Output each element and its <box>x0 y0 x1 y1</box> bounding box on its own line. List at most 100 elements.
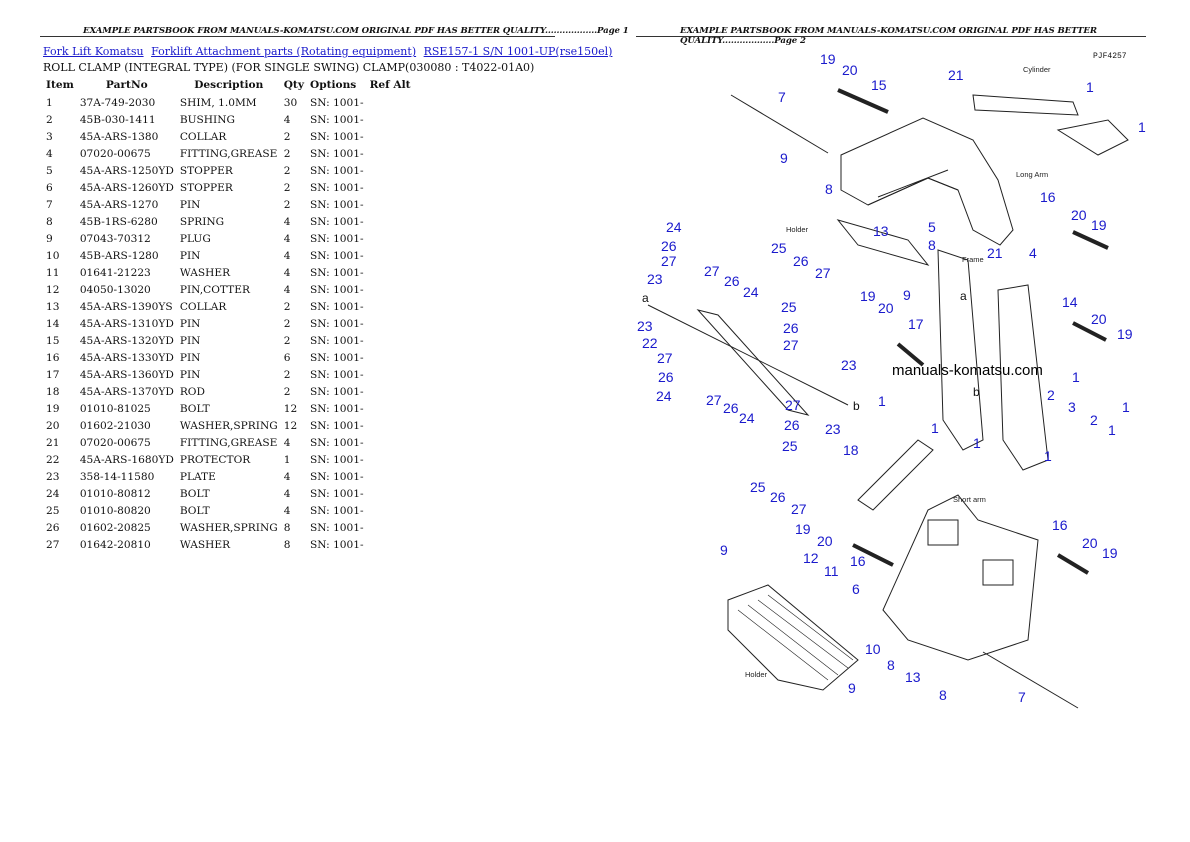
cell-description: FITTING,GREASE <box>179 436 278 449</box>
cell-partno: 45A-ARS-1360YD <box>79 368 174 381</box>
callout-number: 3 <box>1068 399 1076 415</box>
cell-description: BOLT <box>179 487 210 500</box>
cell-qty: 2 <box>283 300 291 313</box>
column-header-partno: PartNo <box>105 79 148 91</box>
cell-partno: 07043-70312 <box>79 232 151 245</box>
cell-qty: 4 <box>283 487 291 500</box>
cell-description: STOPPER <box>179 164 233 177</box>
cell-partno: 01641-21223 <box>79 266 151 279</box>
callout-number: 26 <box>770 489 786 505</box>
header-divider <box>636 36 1146 37</box>
callout-number: 19 <box>795 521 811 537</box>
cell-partno: 01602-20825 <box>79 521 151 534</box>
cell-qty: 2 <box>283 130 291 143</box>
callout-number: 8 <box>939 687 947 703</box>
cell-partno: 45A-ARS-1680YD <box>79 453 174 466</box>
cell-description: WASHER,SPRING <box>179 521 278 534</box>
callout-number: 23 <box>825 421 841 437</box>
callout-number: 1 <box>973 435 981 451</box>
callout-number: 9 <box>848 680 856 696</box>
cell-options: SN: 1001- <box>309 147 364 160</box>
callout-number: 27 <box>706 392 722 408</box>
callout-number: 1 <box>1138 119 1146 135</box>
callout-number: 20 <box>1091 311 1107 327</box>
cell-qty: 2 <box>283 317 291 330</box>
long-arm-bracket <box>840 117 1014 246</box>
callout-number: 27 <box>661 253 677 269</box>
cell-qty: 2 <box>283 147 291 160</box>
callout-number: 27 <box>791 501 807 517</box>
column-header-description: Description <box>194 79 264 91</box>
callout-number: 26 <box>784 417 800 433</box>
reference-letter-a: a <box>642 291 649 305</box>
breadcrumb: Fork Lift Komatsu Forklift Attachment pa… <box>43 45 616 58</box>
callout-number: 23 <box>637 318 653 334</box>
callout-number: 19 <box>1117 326 1133 342</box>
cell-description: WASHER,SPRING <box>179 419 278 432</box>
cell-description: PIN <box>179 198 201 211</box>
cell-ref-alt <box>367 298 414 315</box>
cell-description: COLLAR <box>179 300 227 313</box>
cell-options: SN: 1001- <box>309 385 364 398</box>
table-header-row: Item PartNo Description Qty Options Ref … <box>43 76 414 94</box>
cell-item: 7 <box>46 198 53 211</box>
callout-number: 2 <box>1090 412 1098 428</box>
holder-top <box>836 219 930 266</box>
short-arm <box>882 494 1039 661</box>
breadcrumb-link-model[interactable]: RSE157-1 S/N 1001-UP(rse150el) <box>423 45 613 58</box>
reference-letter-b: b <box>973 385 980 399</box>
callout-number: 13 <box>905 669 921 685</box>
cell-item: 4 <box>46 147 53 160</box>
cell-partno: 07020-00675 <box>79 147 151 160</box>
label-short-arm: Short arm <box>953 495 986 504</box>
callout-number: 20 <box>1071 207 1087 223</box>
cell-qty: 2 <box>283 181 291 194</box>
callout-number: 1 <box>1122 399 1130 415</box>
cell-options: SN: 1001- <box>309 198 364 211</box>
cell-description: PIN <box>179 317 201 330</box>
cell-description: PIN,COTTER <box>179 283 250 296</box>
cell-partno: 45A-ARS-1380 <box>79 130 159 143</box>
cell-item: 25 <box>46 504 60 517</box>
cell-ref-alt <box>367 383 414 400</box>
callout-number: 22 <box>642 335 658 351</box>
breadcrumb-link-fork-lift[interactable]: Fork Lift Komatsu <box>43 45 144 58</box>
callout-number: 4 <box>1029 245 1037 261</box>
callout-number: 16 <box>1040 189 1056 205</box>
callout-number: 19 <box>1102 545 1118 561</box>
cell-qty: 8 <box>283 521 291 534</box>
cell-qty: 8 <box>283 538 291 551</box>
cell-partno: 358-14-11580 <box>79 470 155 483</box>
cell-item: 15 <box>46 334 60 347</box>
callout-number: 14 <box>1062 294 1078 310</box>
cell-partno: 01010-81025 <box>79 402 151 415</box>
callout-number: 5 <box>928 219 936 235</box>
cell-description: PIN <box>179 249 201 262</box>
cell-item: 24 <box>46 487 60 500</box>
callout-number: 1 <box>1086 79 1094 95</box>
callout-number: 9 <box>780 150 788 166</box>
label-frame: Frame <box>962 255 984 264</box>
callout-number: 19 <box>820 51 836 67</box>
label-cylinder: Cylinder <box>1023 65 1051 74</box>
cell-ref-alt <box>367 94 414 111</box>
cell-options: SN: 1001- <box>309 436 364 449</box>
callout-number: 12 <box>803 550 819 566</box>
drawing-reference-code: PJF4257 <box>1093 52 1127 61</box>
cell-options: SN: 1001- <box>309 113 364 126</box>
callout-number: 26 <box>783 320 799 336</box>
cell-options: SN: 1001- <box>309 504 364 517</box>
breadcrumb-link-attachment[interactable]: Forklift Attachment parts (Rotating equi… <box>151 45 417 58</box>
header-divider <box>40 36 555 37</box>
cell-partno: 45A-ARS-1330YD <box>79 351 174 364</box>
cell-ref-alt <box>367 332 414 349</box>
cell-options: SN: 1001- <box>309 470 364 483</box>
cell-partno: 01010-80812 <box>79 487 151 500</box>
